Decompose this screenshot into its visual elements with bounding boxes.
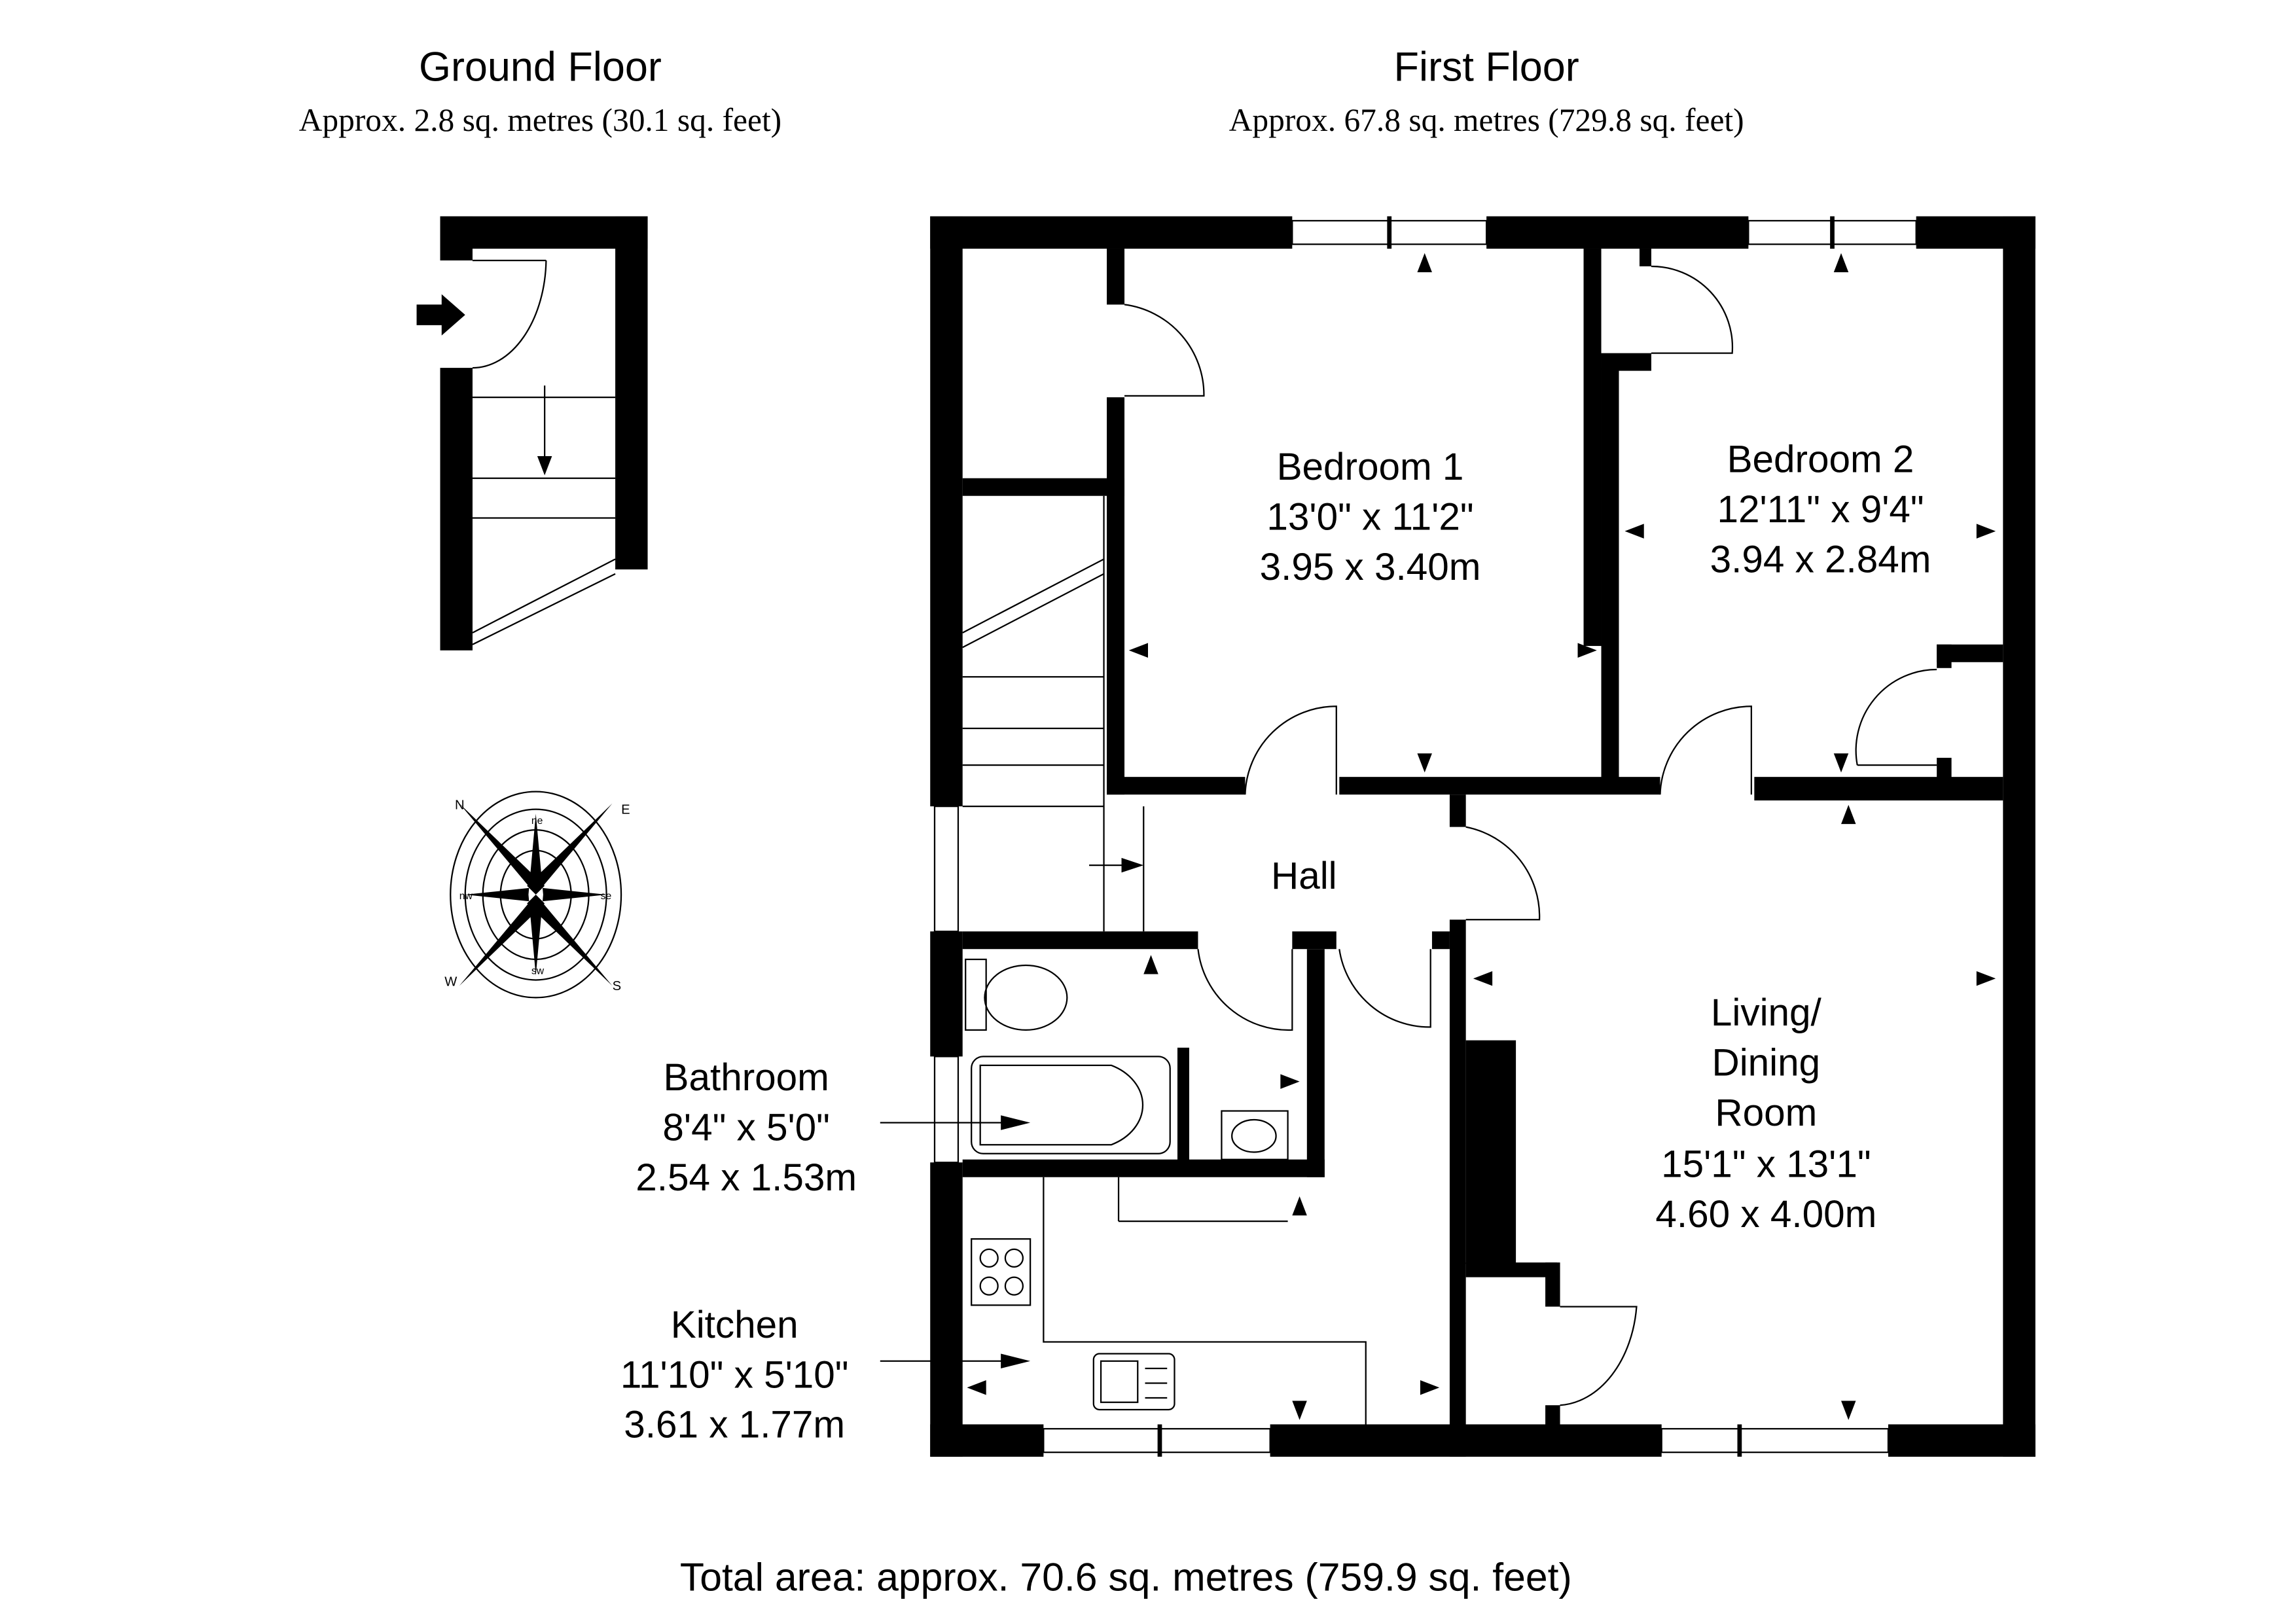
ground-floor-title: Ground Floor (419, 45, 662, 90)
compass-rose-icon: N E S W ne se sw nw (444, 791, 630, 999)
bedroom1-name: Bedroom 1 (1277, 446, 1464, 488)
bedroom1-imperial: 13'0" x 11'2" (1266, 495, 1473, 538)
compass-n: N (455, 798, 465, 813)
bathroom-metric: 2.54 x 1.53m (636, 1156, 857, 1199)
living-name-3: Room (1715, 1092, 1817, 1134)
first-floor-title: First Floor (1394, 45, 1579, 90)
living-metric: 4.60 x 4.00m (1655, 1193, 1876, 1236)
compass-se: se (601, 891, 612, 902)
living-imperial: 15'1" x 13'1" (1661, 1143, 1871, 1186)
kitchen-name: Kitchen (671, 1304, 798, 1346)
compass-s: S (613, 979, 622, 993)
first-floor-plan (880, 216, 2036, 1457)
bedroom2-imperial: 12'11" x 9'4" (1717, 488, 1924, 531)
kitchen-metric: 3.61 x 1.77m (624, 1404, 845, 1446)
compass-w: W (444, 974, 457, 989)
compass-sw: sw (531, 965, 545, 976)
compass-nw: nw (459, 891, 473, 902)
ground-floor-plan (416, 216, 648, 651)
bedroom1-metric: 3.95 x 3.40m (1260, 546, 1481, 588)
compass-ne: ne (531, 815, 543, 827)
kitchen-imperial: 11'10" x 5'10" (620, 1353, 849, 1396)
ground-floor-area: Approx. 2.8 sq. metres (30.1 sq. feet) (299, 102, 782, 138)
entrance-arrow-icon (416, 294, 465, 336)
bedroom2-metric: 3.94 x 2.84m (1710, 539, 1931, 581)
living-name-2: Dining (1712, 1042, 1820, 1084)
bathroom-imperial: 8'4" x 5'0" (662, 1107, 830, 1149)
total-area: Total area: approx. 70.6 sq. metres (759… (680, 1555, 1572, 1599)
hall-name: Hall (1271, 855, 1337, 897)
living-name-1: Living/ (1711, 991, 1822, 1034)
stairs-down-arrow-icon (537, 456, 552, 476)
bathroom-name: Bathroom (664, 1056, 829, 1099)
compass-e: E (621, 802, 630, 817)
first-floor-area: Approx. 67.8 sq. metres (729.8 sq. feet) (1229, 102, 1744, 138)
bedroom2-name: Bedroom 2 (1727, 438, 1914, 481)
